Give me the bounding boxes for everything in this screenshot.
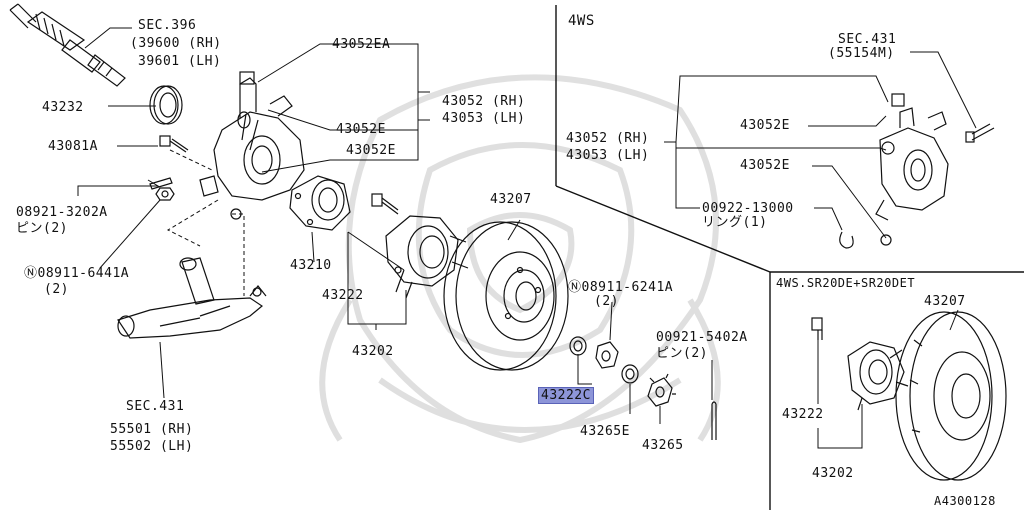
label-43081A: 43081A — [48, 139, 98, 154]
inset-4ws-43052-rh: 43052 (RH) — [566, 131, 650, 146]
nut-part — [155, 187, 175, 201]
inset-4ws-43052E-lower: 43052E — [740, 158, 790, 173]
inset-sr20-43202: 43202 — [812, 466, 854, 481]
hub-part — [385, 215, 469, 299]
inset-sr20-43207: 43207 — [924, 294, 966, 309]
inset-sr20-leader-lines — [817, 309, 959, 449]
inset-4ws-sec431-part: (55154M) — [828, 46, 895, 61]
label-00921-5402A: 00921-5402A — [656, 330, 748, 345]
leader-lines — [77, 27, 713, 424]
brake-disc-part — [443, 221, 569, 371]
label-sec396-rh: (39600 (RH) — [130, 36, 222, 51]
label-43052E-lower: 43052E — [346, 143, 396, 158]
label-43052EA: 43052EA — [332, 37, 391, 52]
inset-sr20-disc-part — [895, 311, 1007, 481]
watermark-emblem — [319, 74, 721, 444]
label-43222C-highlighted[interactable]: 43222C — [538, 387, 594, 404]
label-43202: 43202 — [352, 344, 394, 359]
cotter-pin-part — [711, 401, 717, 440]
label-sec431-lh: 55502 (LH) — [110, 439, 194, 454]
label-sec396: SEC.396 — [138, 18, 197, 33]
label-08911-6241A-text: 08911-6241A — [581, 280, 674, 295]
lower-arm-part — [117, 257, 267, 339]
label-08921-pin: ピン(2) — [16, 221, 68, 236]
label-08911-6441A: Ⓝ08911-6441A — [24, 266, 130, 281]
spacer-part — [621, 364, 639, 384]
label-08911-6241A-qty: (2) — [594, 294, 619, 309]
label-43052-rh: 43052 (RH) — [442, 94, 526, 109]
inset-4ws-00922-13000: 00922-13000 — [702, 201, 794, 216]
inset-4ws-ring: リング(1) — [702, 215, 768, 230]
snap-ring-part — [839, 231, 854, 249]
label-43210: 43210 — [290, 258, 332, 273]
inset-4ws-title: 4WS — [568, 13, 595, 29]
bushing-part — [237, 111, 251, 129]
inset-sr20-title: 4WS.SR20DE+SR20DET — [776, 276, 916, 290]
label-43053-lh: 43053 (LH) — [442, 111, 526, 126]
inset-4ws-knuckle-part — [875, 93, 995, 246]
label-43207: 43207 — [490, 192, 532, 207]
knuckle-part — [199, 71, 305, 220]
inset-4ws-leader-lines — [664, 51, 977, 239]
label-43222: 43222 — [322, 288, 364, 303]
bolt-part — [159, 135, 189, 153]
label-sec431: SEC.431 — [126, 399, 185, 414]
inset-sr20-43222: 43222 — [782, 407, 824, 422]
label-43052E-upper: 43052E — [336, 122, 386, 137]
label-sec431-rh: 55501 (RH) — [110, 422, 194, 437]
axle-shaft-part — [9, 3, 126, 87]
label-43232: 43232 — [42, 100, 84, 115]
oil-seal-part — [149, 85, 183, 125]
label-43265E: 43265E — [580, 424, 630, 439]
label-08911-6241A: Ⓝ08911-6241A — [568, 280, 674, 295]
inset-sr20-hub-part — [811, 317, 909, 411]
panel-borders — [555, 5, 1024, 510]
castle-nut-part — [647, 373, 676, 407]
inset-4ws-43053-lh: 43053 (LH) — [566, 148, 650, 163]
inset-4ws-43052E-upper: 43052E — [740, 118, 790, 133]
label-43265: 43265 — [642, 438, 684, 453]
label-08911-6441A-text: 08911-6441A — [37, 266, 130, 281]
lock-nut-part — [595, 341, 619, 369]
diagram-id: A4300128 — [934, 494, 996, 508]
label-08911-6441A-qty: (2) — [44, 282, 69, 297]
hub-bolt-part — [371, 193, 399, 215]
label-00921-pin: ピン(2) — [656, 346, 708, 361]
hub-bearing-part — [289, 175, 351, 231]
label-08921-3202A: 08921-3202A — [16, 205, 108, 220]
label-sec396-lh: 39601 (LH) — [138, 54, 222, 69]
inset-4ws-sec431: SEC.431 — [838, 32, 897, 47]
pin-part — [149, 177, 173, 190]
